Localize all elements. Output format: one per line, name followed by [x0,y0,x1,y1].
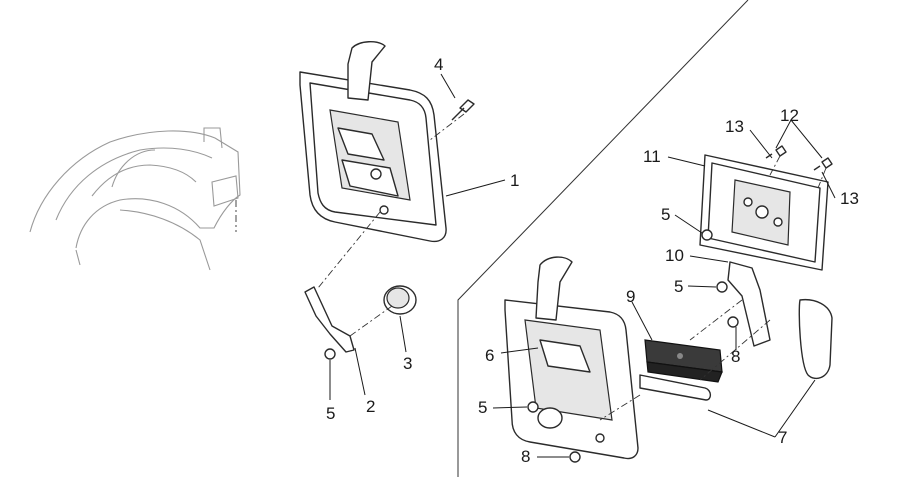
part-5-nut-3 [527,401,539,413]
part-5-nut-left [324,348,336,360]
callout-5-middle: 5 [674,277,683,296]
part-10-bracket [727,261,771,347]
callout-7: 7 [778,428,787,447]
callout-8-right: 8 [731,347,740,366]
callout-8-bottom: 8 [521,447,530,466]
callout-6: 6 [485,346,494,365]
callout-1: 1 [510,171,519,190]
part-5-nut-1 [701,229,713,241]
parts-12-13-screws [765,145,833,171]
leader-lines [329,73,836,458]
part-4-bolt [451,99,475,121]
callout-13-upper: 13 [725,117,744,136]
callout-3: 3 [403,354,412,373]
callout-5-left: 5 [326,404,335,423]
part-5-nut-2 [716,281,728,293]
callout-13-right: 13 [840,189,859,208]
callout-5-lower: 5 [478,398,487,417]
callout-9: 9 [626,287,635,306]
callout-5-upper: 5 [661,205,670,224]
part-8-nut-1 [727,316,739,328]
callout-4: 4 [434,55,443,74]
section-divider [457,0,749,477]
callout-10: 10 [665,246,684,265]
left-alignment-lines [235,113,465,337]
rear-fender-outline [29,127,241,271]
part-9-tail-lamp [644,339,723,383]
part-7-gasket [639,374,712,401]
part-1-plate-holder [299,41,447,243]
part-6-plate-holder [504,256,639,460]
callout-12: 12 [780,106,799,125]
right-alignment-lines [599,155,827,421]
part-8-nut-2 [569,451,581,463]
part-7-lens [798,298,833,380]
part-11-plate [699,154,829,271]
part-2-bracket [304,286,355,353]
part-3-reflector [383,285,417,315]
callout-2: 2 [366,397,375,416]
callout-11: 11 [643,147,661,166]
callout-labels: 1 2 3 4 5 5 5 5 6 7 8 8 9 10 11 12 13 13 [326,55,859,466]
